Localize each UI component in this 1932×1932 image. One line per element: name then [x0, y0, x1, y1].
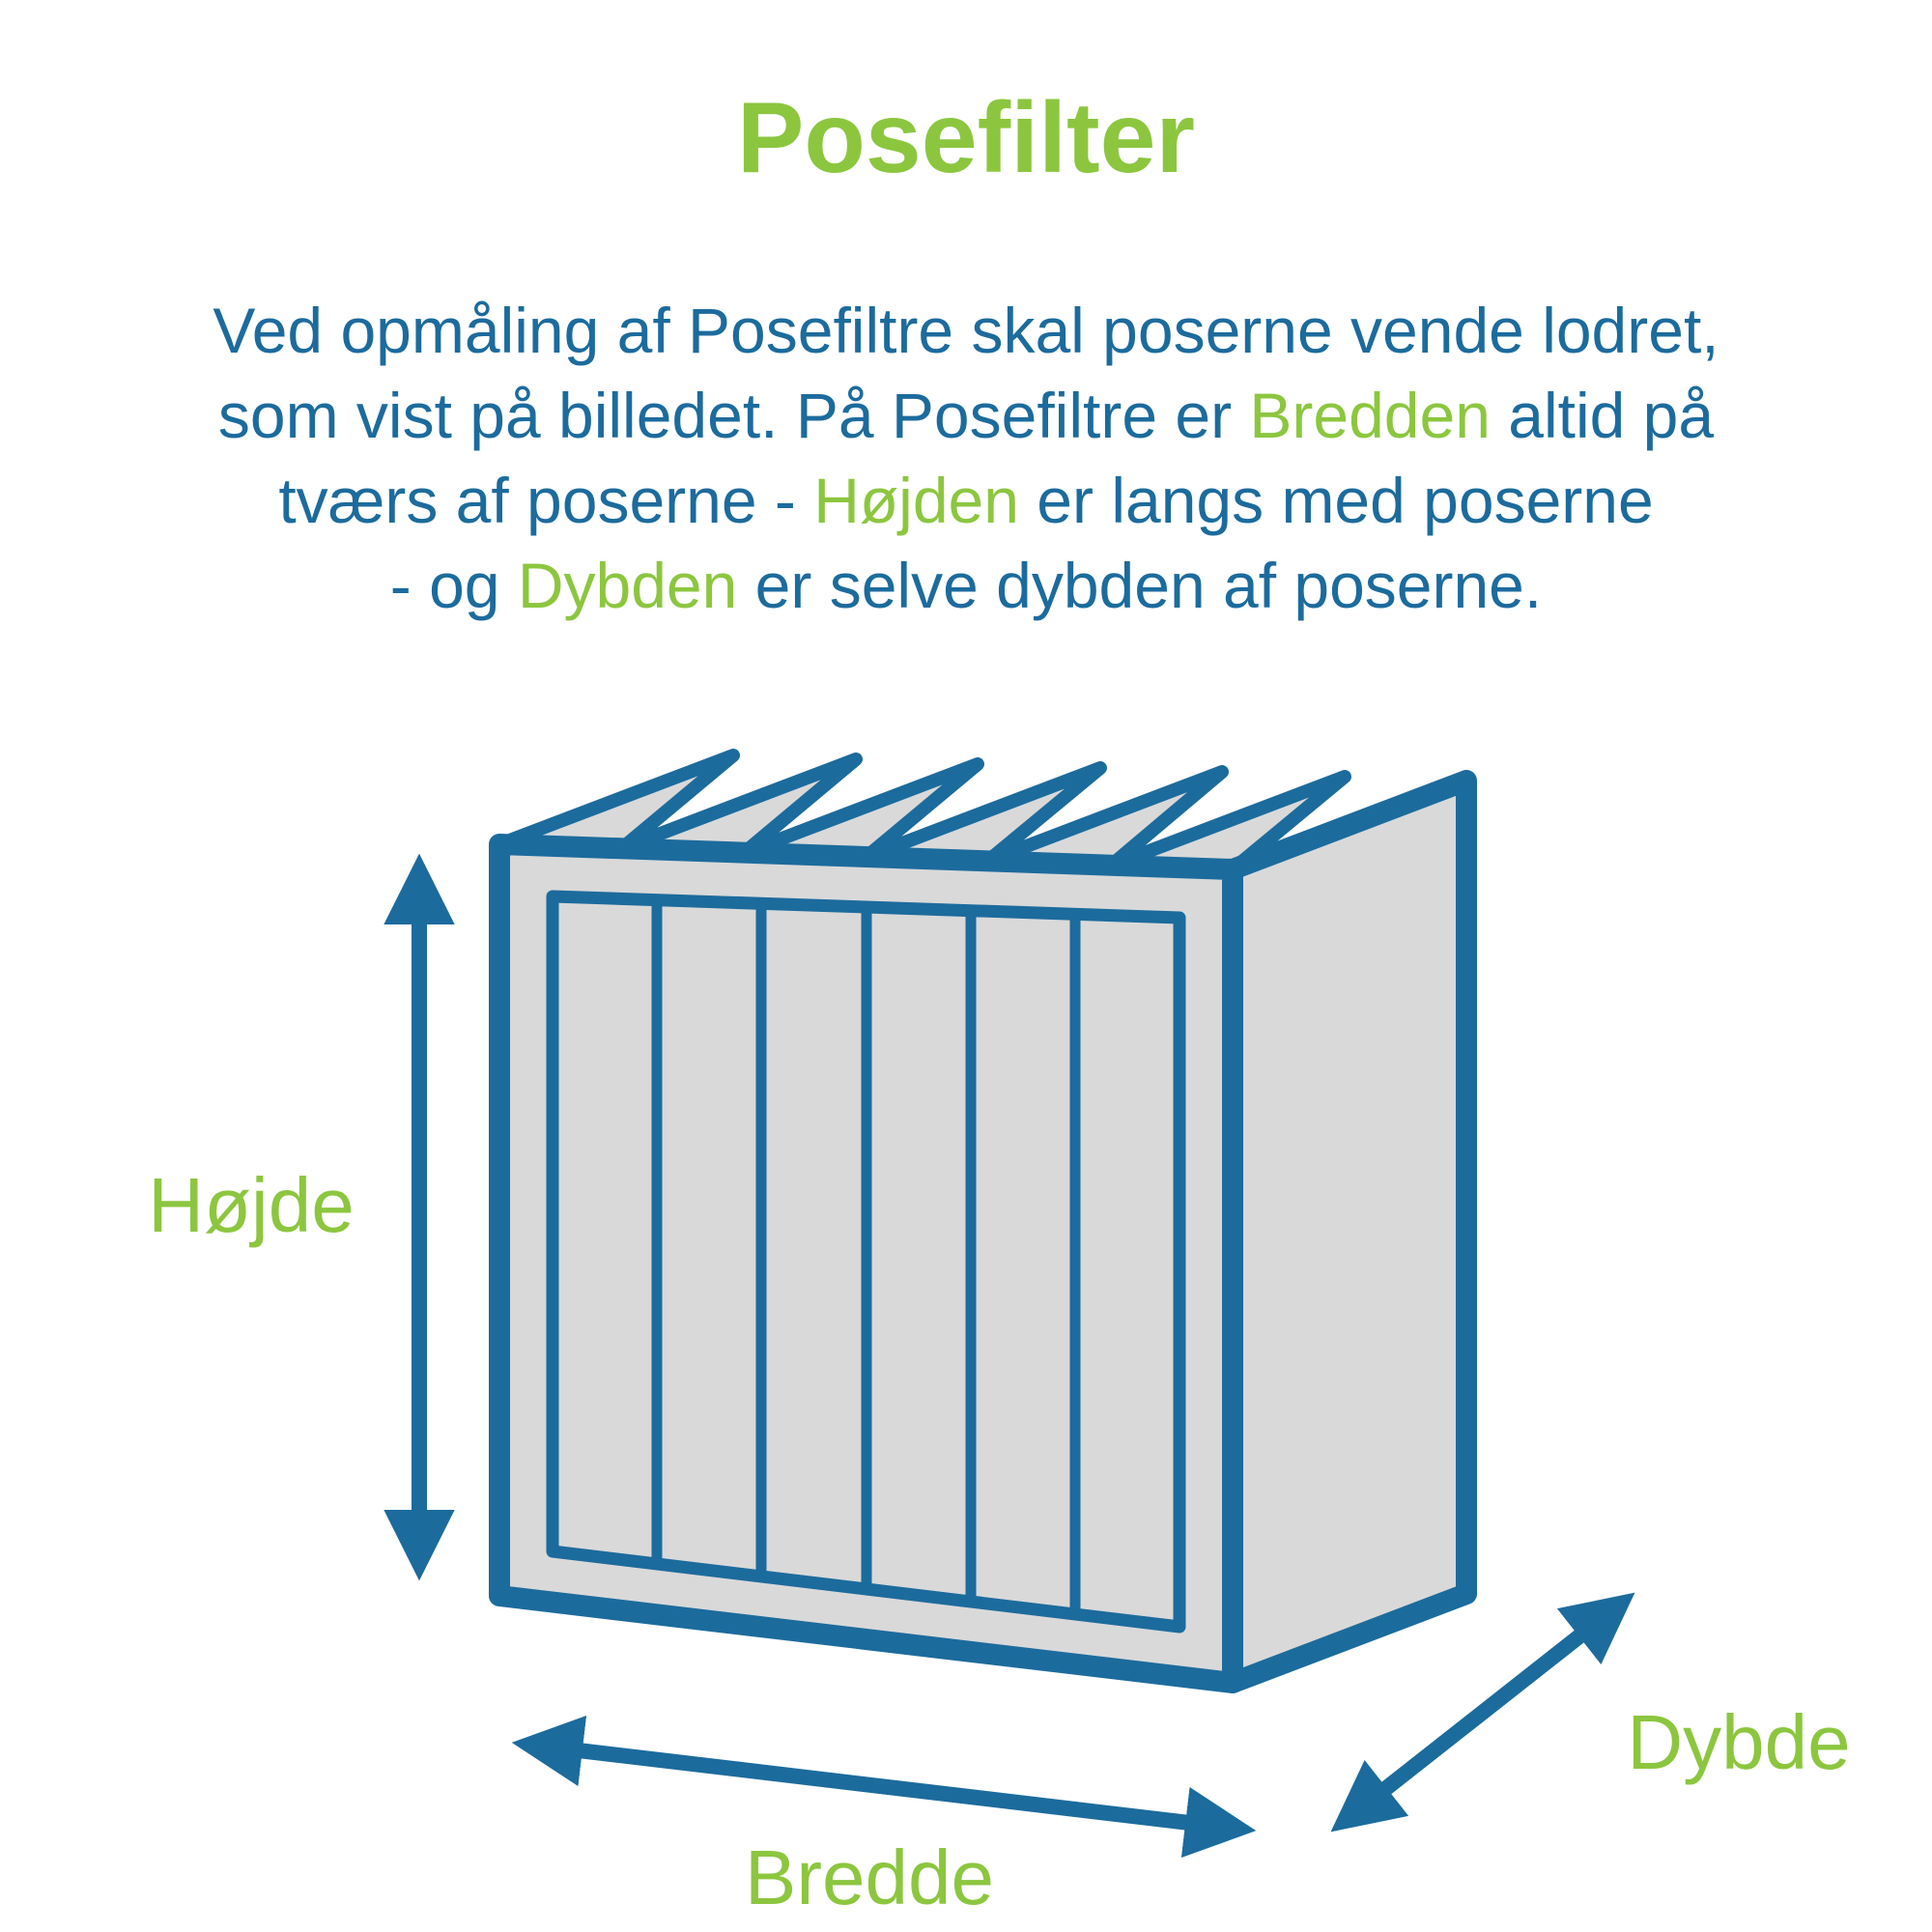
depth-arrow	[1330, 1592, 1635, 1833]
dybden-highlight: Dybden	[517, 550, 738, 621]
depth-label: Dybde	[1627, 1699, 1851, 1785]
filter-inner-frame	[546, 890, 1186, 1634]
intro-text-segment: som vist på billedet. På Posefiltre er	[217, 380, 1250, 451]
intro-line-3: tværs af poserne - Højden er langs med p…	[0, 458, 1932, 543]
hojden-highlight: Højden	[813, 465, 1019, 536]
intro-text-segment: er langs med poserne	[1018, 465, 1654, 536]
page-title: Posefilter	[737, 82, 1195, 194]
intro-line-2: som vist på billedet. På Posefiltre er B…	[0, 373, 1932, 458]
width-arrow	[511, 1715, 1257, 1859]
intro-text-segment: Ved opmåling af Posefiltre skal poserne …	[213, 295, 1719, 366]
intro-paragraph: Ved opmåling af Posefiltre skal poserne …	[0, 288, 1932, 628]
width-label: Bredde	[745, 1834, 994, 1920]
intro-text-segment: altid på	[1490, 380, 1715, 451]
intro-text-segment: - og	[389, 550, 518, 621]
filter-side-panel	[1222, 770, 1477, 1693]
pocket-dividers	[651, 900, 1081, 1614]
intro-line-4: - og Dybden er selve dybden af poserne.	[0, 543, 1932, 628]
height-label: Højde	[148, 1162, 355, 1248]
bredden-highlight: Bredden	[1249, 380, 1491, 451]
intro-text-segment: tværs af poserne -	[278, 465, 814, 536]
intro-text-segment: er selve dybden af poserne.	[737, 550, 1543, 621]
intro-line-1: Ved opmåling af Posefiltre skal poserne …	[0, 288, 1932, 373]
